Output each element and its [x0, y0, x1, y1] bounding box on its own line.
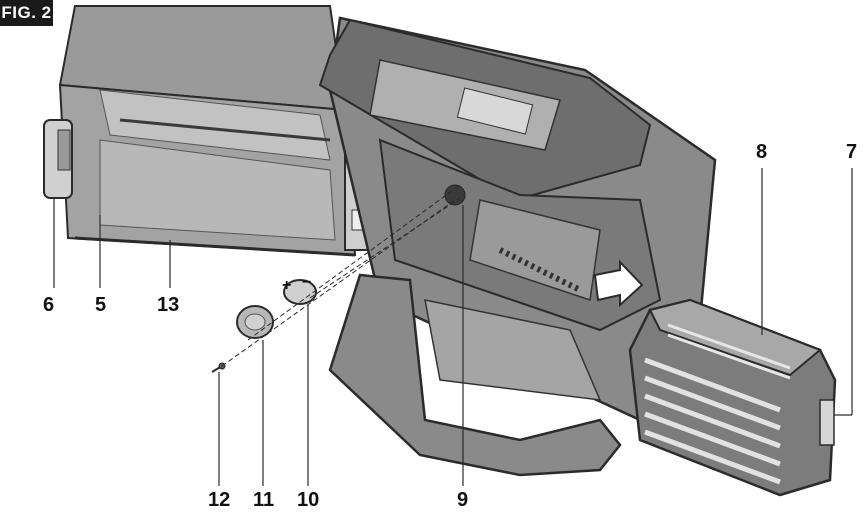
callout-11: 11	[253, 490, 274, 510]
storage-compartment	[60, 6, 375, 255]
callout-13: 13	[157, 295, 179, 315]
figure-label: FIG. 2	[0, 0, 53, 26]
callout-8: 8	[756, 142, 767, 162]
coin-plus-sign: +	[282, 277, 291, 294]
callout-12: 12	[208, 490, 230, 510]
callout-5: 5	[95, 295, 106, 315]
coin-battery: + −	[282, 274, 316, 304]
battery-pack	[630, 300, 835, 495]
coin-minus-sign: −	[302, 274, 311, 291]
callout-9: 9	[457, 490, 468, 510]
screw	[212, 363, 225, 372]
callout-7: 7	[846, 142, 857, 162]
callout-6: 6	[43, 295, 54, 315]
latch	[44, 120, 72, 198]
callout-10: 10	[297, 490, 319, 510]
